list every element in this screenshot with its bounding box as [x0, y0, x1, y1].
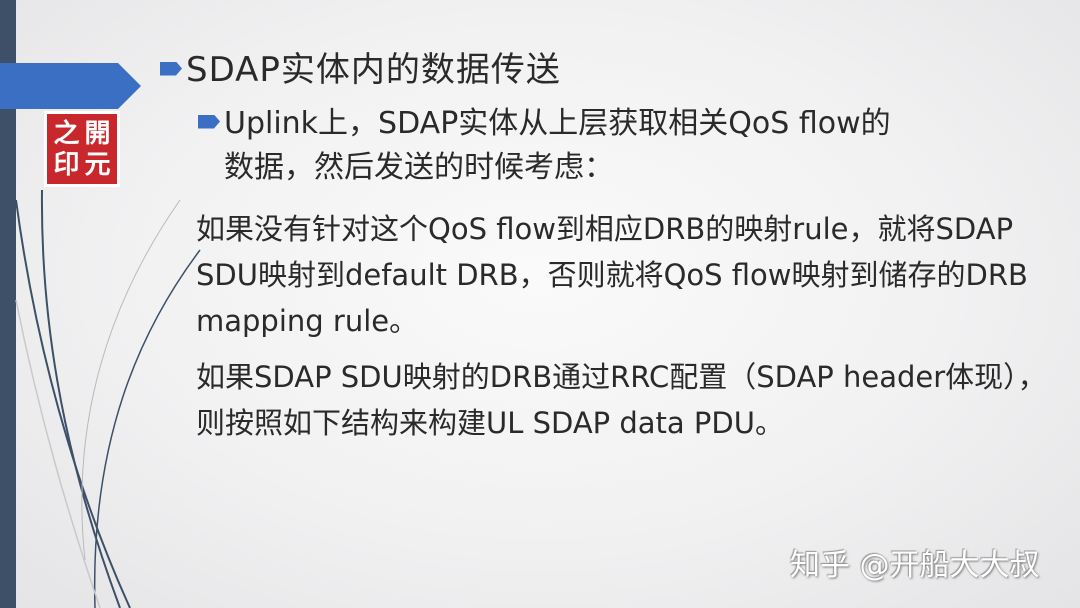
arrow-bullet-icon: [160, 61, 182, 76]
seal-char: 之: [53, 118, 80, 149]
sub-bullet-line1: Uplink上，SDAP实体从上层获取相关QoS flow的: [224, 106, 891, 141]
sub-bullet: Uplink上，SDAP实体从上层获取相关QoS flow的 数据，然后发送的时…: [198, 102, 1038, 190]
seal-char: 元: [84, 149, 111, 180]
seal-char: 開: [84, 118, 111, 149]
accent-arrow-banner: [0, 63, 141, 109]
slide-title: SDAP实体内的数据传送: [160, 42, 561, 91]
paragraph-1: 如果没有针对这个QoS flow到相应DRB的映射rule，就将SDAP SDU…: [196, 212, 1028, 338]
watermark: 知乎 @开船大大叔: [790, 548, 1040, 583]
sidebar-bar: [0, 0, 16, 608]
decorative-curves: [15, 189, 201, 608]
arrow-bullet-icon: [198, 114, 220, 129]
paragraph-2: 如果SDAP SDU映射的DRB通过RRC配置（SDAP header体现），则…: [196, 360, 1047, 440]
seal-logo: 之 開 印 元: [44, 111, 120, 187]
sub-bullet-line2: 数据，然后发送的时候考虑：: [224, 150, 614, 185]
slide-title-text: SDAP实体内的数据传送: [186, 50, 561, 90]
seal-char: 印: [53, 149, 80, 180]
